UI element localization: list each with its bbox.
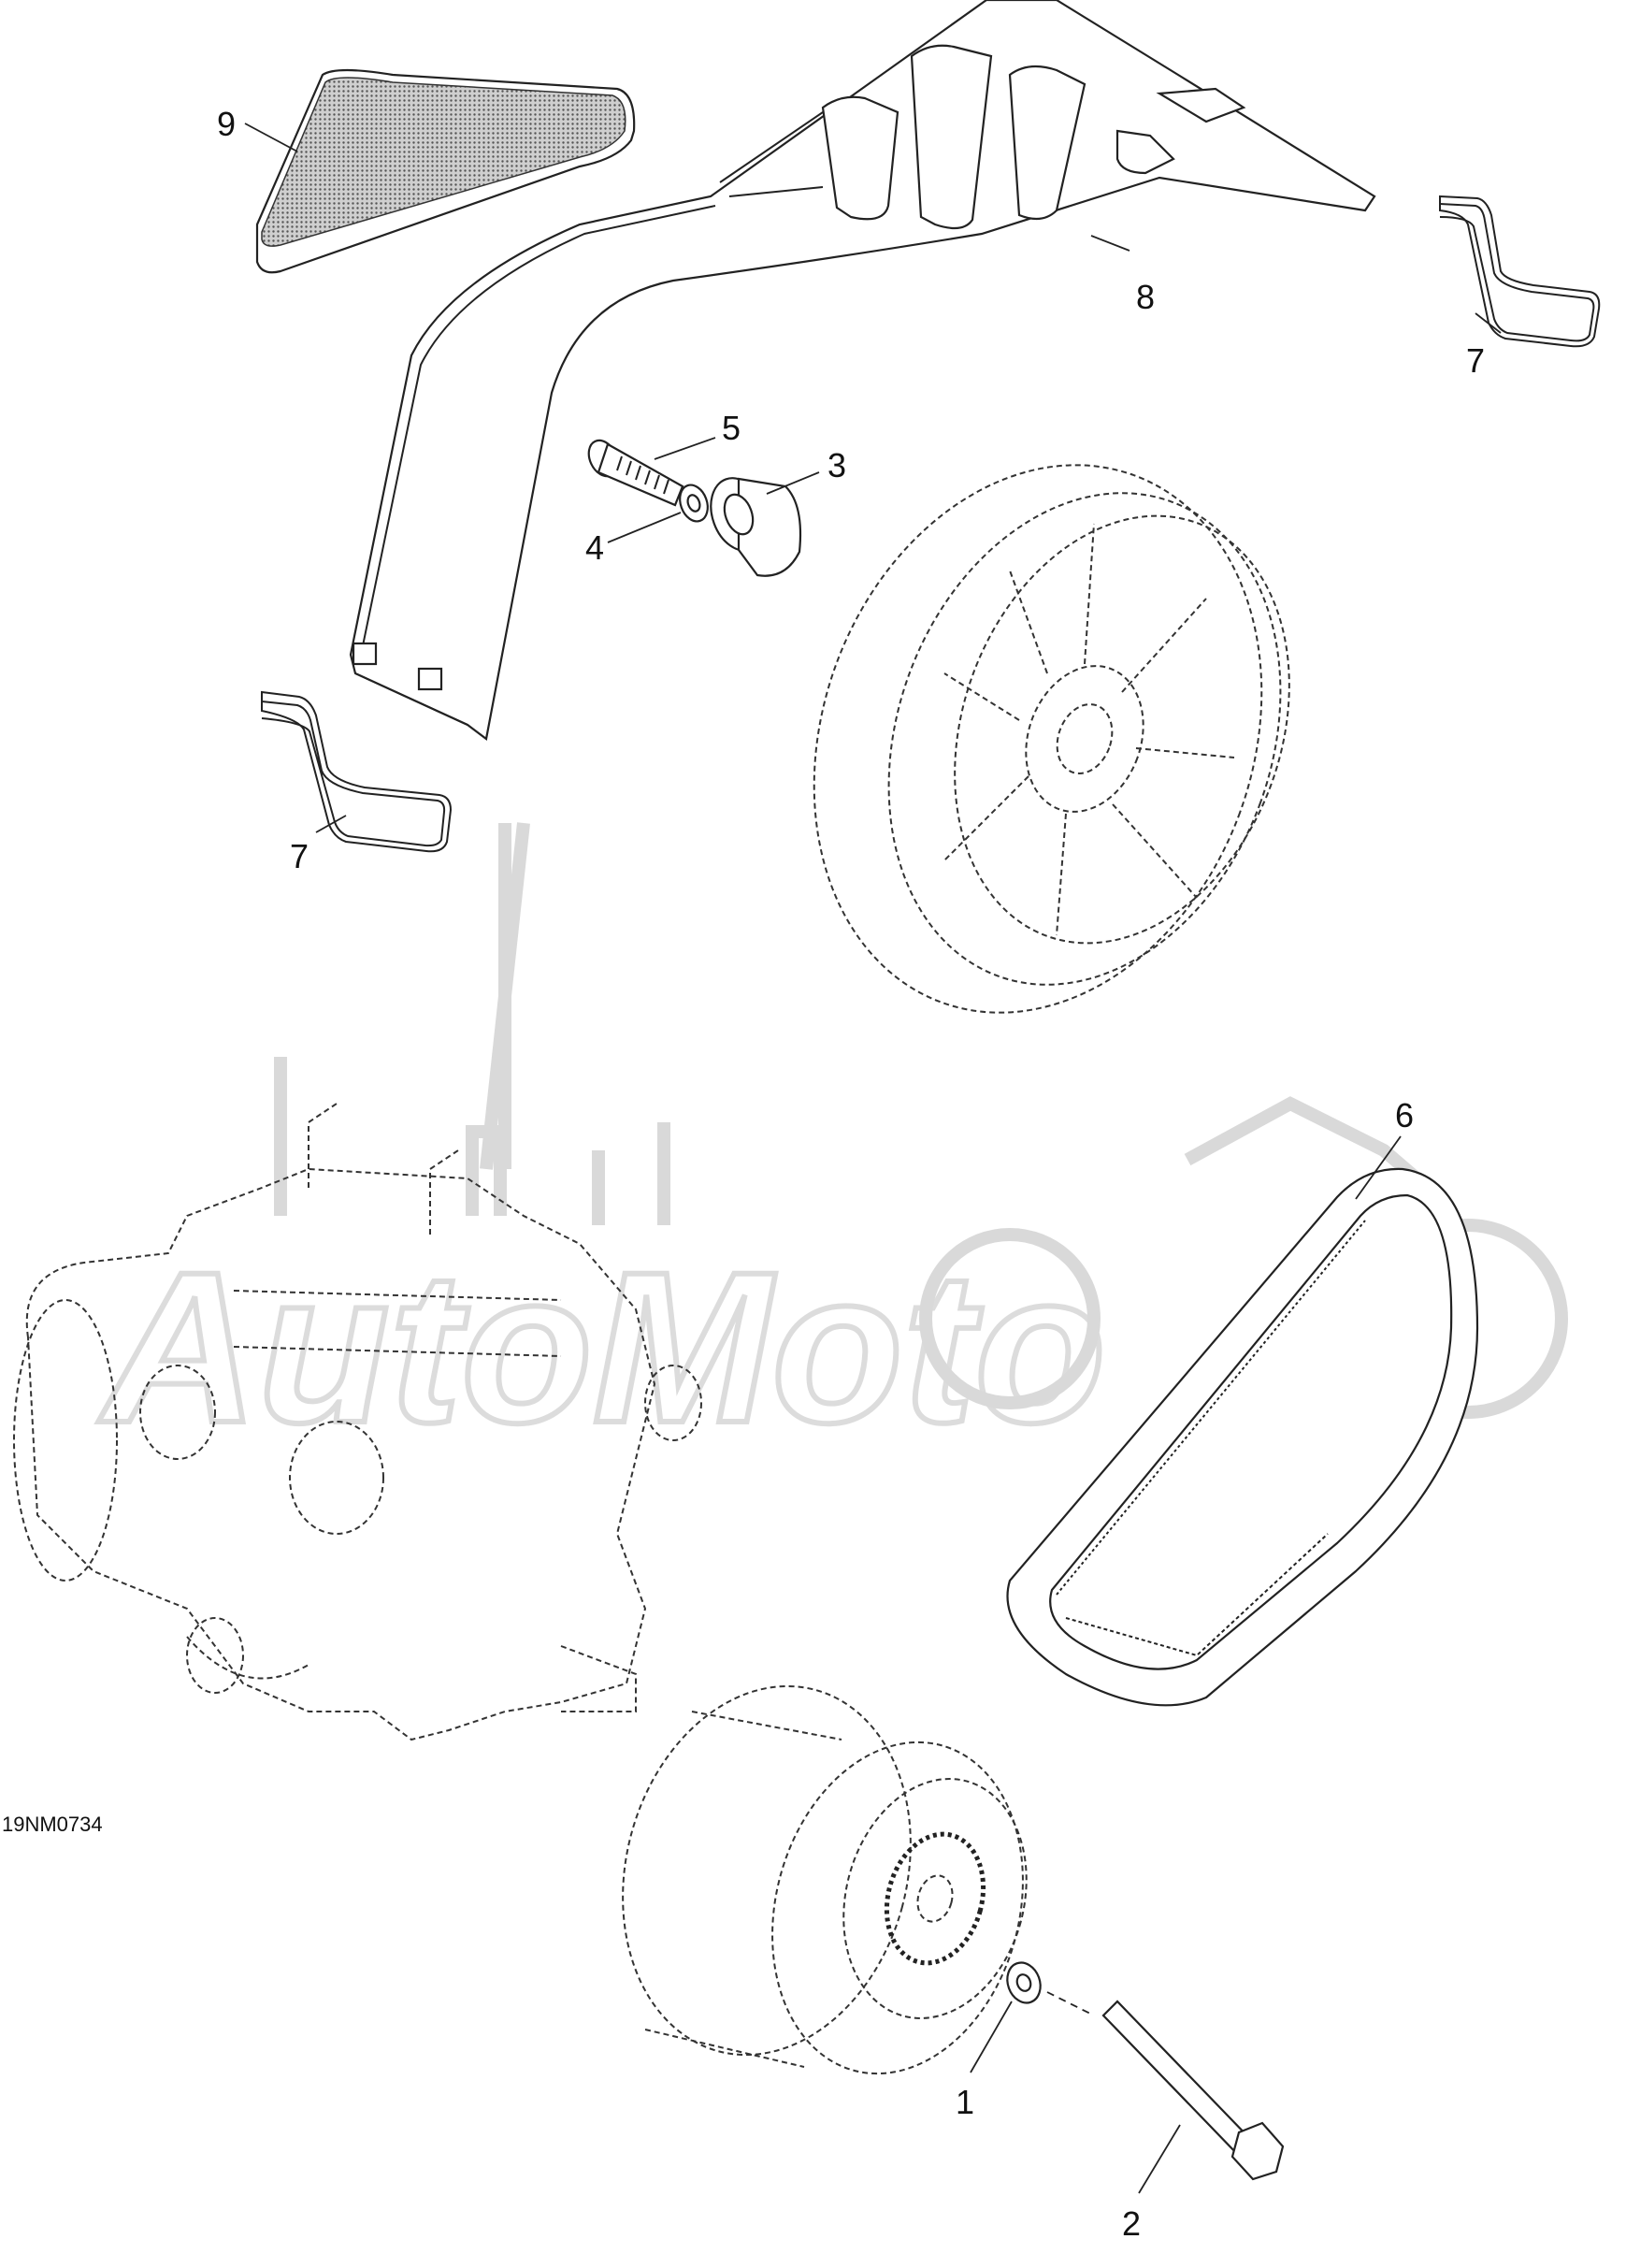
spacer: [710, 477, 802, 577]
callouts: 9 8 7 5 3 4 7 6 1 2: [217, 105, 1485, 2243]
callout-9: 9: [217, 105, 236, 143]
pulley-washer: [1006, 1961, 1042, 2004]
callout-1: 1: [956, 2083, 974, 2121]
driven-pulley-reference: [813, 464, 1290, 1014]
callout-5: 5: [722, 409, 741, 447]
leader-lines: [244, 123, 1502, 2194]
callout-7-left: 7: [290, 837, 309, 875]
callout-4: 4: [585, 528, 604, 567]
drawing-code: 19NM0734: [2, 1813, 103, 1836]
callout-3: 3: [827, 446, 846, 484]
guard-label-left: [261, 690, 453, 853]
drive-belt: [1006, 1167, 1479, 1707]
washer: [679, 484, 709, 523]
callout-2: 2: [1122, 2204, 1141, 2243]
drive-pulley-bolt: [1046, 1991, 1285, 2181]
drive-pulley: [622, 1684, 1028, 2075]
guard-label-right: [1439, 195, 1601, 348]
callout-6: 6: [1395, 1096, 1414, 1134]
guard-screw: [587, 439, 684, 507]
foam-pad: [255, 68, 636, 274]
belt-guard: [349, 0, 1376, 741]
callout-7-right: 7: [1466, 341, 1485, 380]
callout-8: 8: [1136, 278, 1155, 316]
engine-reference: [13, 1103, 702, 1741]
